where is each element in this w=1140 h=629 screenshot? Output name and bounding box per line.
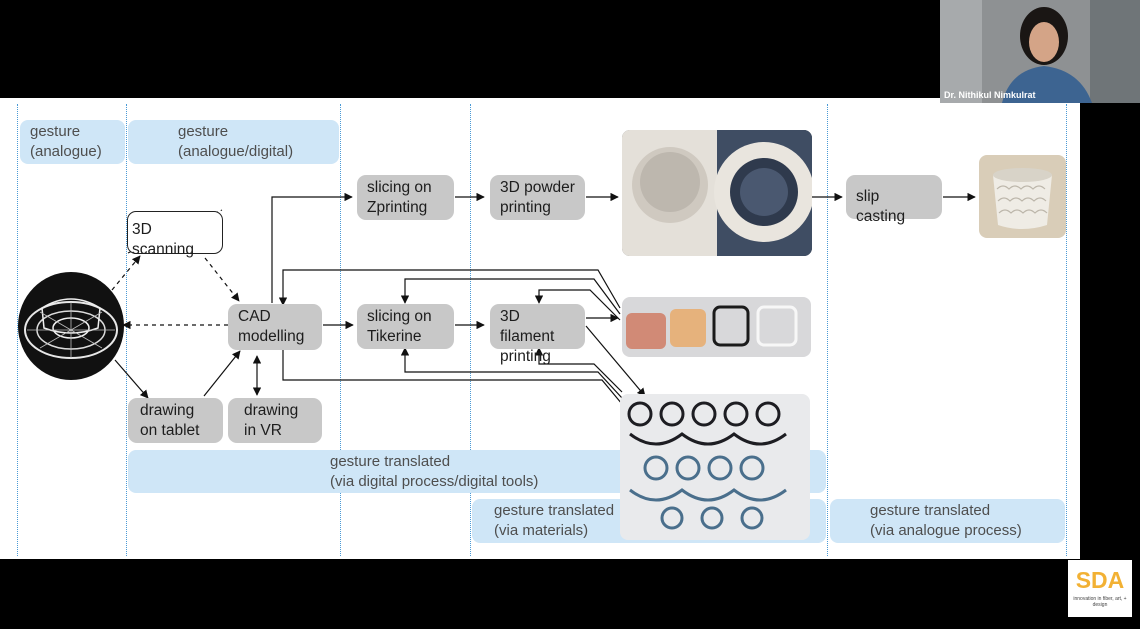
node-label-line2: Zprinting xyxy=(367,199,428,216)
node-label-line2: printing xyxy=(500,348,551,365)
node-label-line1: slicing on xyxy=(367,179,432,196)
node-label-line2: modelling xyxy=(238,328,305,345)
node-label-line2: in VR xyxy=(244,422,282,439)
node-label-line1: drawing xyxy=(244,402,299,419)
node-slicing-zprinting: slicing on Zprinting xyxy=(357,175,454,220)
powder-mould-image xyxy=(622,130,812,256)
band-translated-analogue: gesture translated (via analogue process… xyxy=(830,499,1065,543)
lace-cup-image xyxy=(24,298,118,359)
filament-mugs-image xyxy=(626,305,798,349)
node-slip-casting: slip casting xyxy=(846,175,942,225)
band-subtitle: (analogue) xyxy=(30,143,102,160)
filament-lace-photo xyxy=(620,394,810,540)
node-label-line2: on tablet xyxy=(140,422,200,439)
node-cad-modelling: CAD modelling xyxy=(228,304,322,350)
node-3d-scanning: 3D scanning xyxy=(127,211,223,258)
webcam-video-tile[interactable]: Dr. Nithikul Nimkulrat xyxy=(940,0,1140,103)
node-drawing-on-tablet: drawing on tablet xyxy=(128,398,223,443)
band-title: gesture xyxy=(30,123,81,140)
band-subtitle: (analogue/digital) xyxy=(178,143,294,160)
band-subtitle: (via materials) xyxy=(494,522,589,539)
node-label-line1: drawing xyxy=(140,402,195,419)
band-title: gesture translated xyxy=(870,502,991,519)
node-3d-filament-printing: 3D filament printing xyxy=(490,304,585,365)
node-label: slip casting xyxy=(856,188,906,225)
lace-cup-photo xyxy=(18,272,124,380)
band-title: gesture translated xyxy=(330,453,451,470)
column-divider xyxy=(470,104,471,556)
band-title: gesture translated xyxy=(494,502,615,519)
band-title: gesture xyxy=(178,123,229,140)
node-label-line1: 3D powder xyxy=(500,179,575,196)
node-drawing-in-vr: drawing in VR xyxy=(228,398,322,443)
webcam-feed xyxy=(940,0,1140,103)
logo-title: SDA xyxy=(1075,567,1125,593)
node-label: 3D scanning xyxy=(132,221,195,258)
powder-mould-photo xyxy=(622,130,812,256)
node-label-line1: slicing on xyxy=(367,308,432,325)
column-divider xyxy=(17,104,18,556)
filament-lace-image xyxy=(627,401,787,530)
sda-logo: SDA innovation in fiber, art, + design xyxy=(1068,560,1132,617)
node-label-line2: printing xyxy=(500,199,551,216)
node-3d-powder-printing: 3D powder printing xyxy=(490,175,585,220)
node-label-line1: CAD xyxy=(238,308,271,325)
slip-cast-cup-photo xyxy=(979,155,1066,238)
participant-name: Dr. Nithikul Nimkulrat xyxy=(944,90,1036,100)
slip-cast-cup-image xyxy=(993,168,1052,229)
logo-subtitle: innovation in fiber, art, + design xyxy=(1073,596,1127,608)
column-divider xyxy=(340,104,341,556)
band-gesture-analogue: gesture (analogue) xyxy=(20,120,125,164)
column-divider xyxy=(126,104,127,556)
node-label-line2: Tikerine xyxy=(367,328,422,345)
node-label-line1: 3D filament xyxy=(500,308,555,345)
column-divider xyxy=(827,104,828,556)
node-slicing-tikerine: slicing on Tikerine xyxy=(357,304,454,349)
column-divider xyxy=(1066,104,1067,556)
band-gesture-analogue-digital: gesture (analogue/digital) xyxy=(128,120,339,164)
band-subtitle: (via digital process/digital tools) xyxy=(330,473,539,490)
filament-mugs-photo xyxy=(622,297,811,357)
presentation-slide: gesture (analogue) gesture (analogue/dig… xyxy=(0,98,1080,559)
band-subtitle: (via analogue process) xyxy=(870,522,1022,539)
